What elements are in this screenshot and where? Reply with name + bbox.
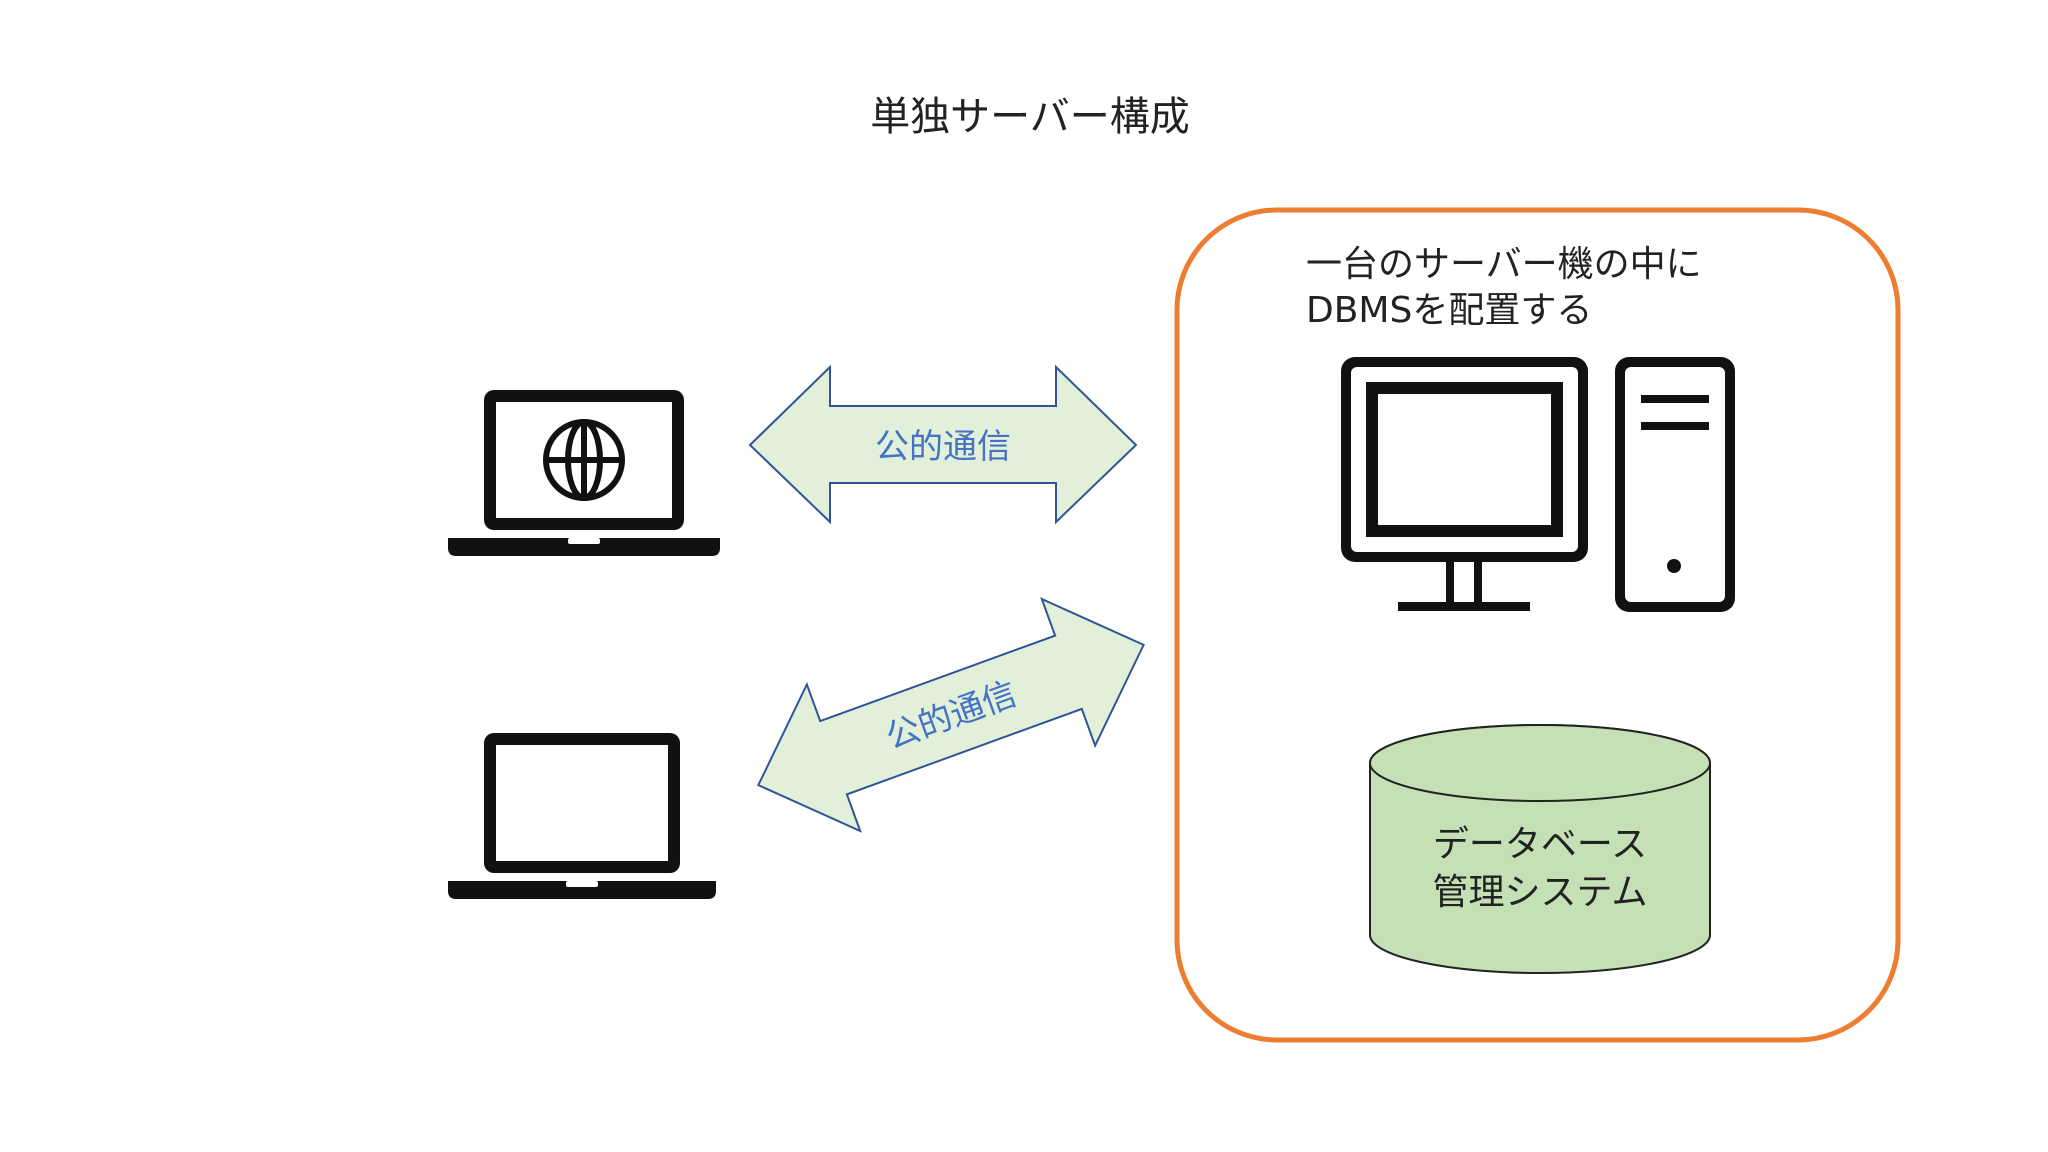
server-caption-line2: DBMSを配置する	[1306, 290, 1592, 331]
arrow-top: 公的通信	[748, 364, 1138, 525]
server-caption-line1: 一台のサーバー機の中に	[1306, 244, 1702, 285]
database-label-line2: 管理システム	[1433, 872, 1648, 913]
desktop-computer-icon	[1341, 357, 1588, 611]
laptop-icon	[448, 733, 716, 899]
arrow-top-label: 公的通信	[875, 427, 1011, 467]
double-arrow-top-shape	[748, 364, 1138, 525]
double-arrow-diagonal-shape	[757, 597, 1145, 833]
diagram-title: 単独サーバー構成	[870, 94, 1190, 140]
pc-tower-icon	[1615, 357, 1735, 612]
laptop-globe-icon	[448, 390, 720, 556]
globe-icon	[543, 419, 625, 501]
database-cylinder: データベース 管理システム	[1369, 724, 1711, 974]
database-label-line1: データベース	[1433, 824, 1647, 865]
arrow-diagonal: 公的通信	[757, 597, 1145, 833]
